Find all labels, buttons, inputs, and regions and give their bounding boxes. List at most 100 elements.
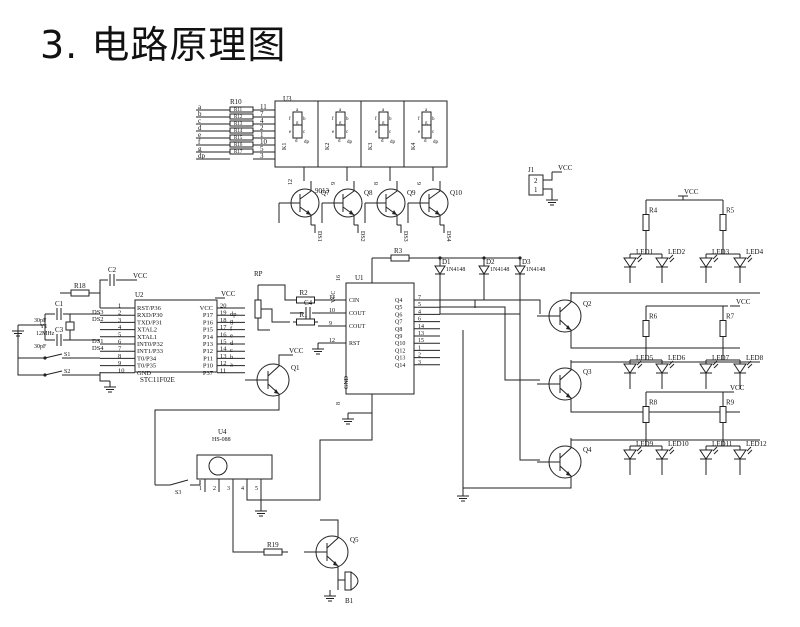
pin-number: 9 bbox=[329, 321, 332, 327]
sensor-part: HS-088 bbox=[212, 437, 231, 443]
wire bbox=[559, 438, 572, 459]
sensor-lens bbox=[208, 456, 228, 476]
pin-name: GND bbox=[344, 375, 350, 389]
pin-number: 4 bbox=[241, 486, 244, 492]
cap-value: 30pF bbox=[34, 318, 47, 324]
pin-name: P17 bbox=[203, 312, 214, 319]
pin-number: 3 bbox=[227, 486, 230, 492]
crystal-value: 12MHz bbox=[36, 331, 55, 337]
segment-letter: f bbox=[375, 117, 377, 122]
wire bbox=[267, 356, 280, 377]
led-ray bbox=[712, 446, 718, 452]
buzzer-ref: B1 bbox=[345, 597, 354, 605]
digit-ref: K1 bbox=[282, 143, 288, 150]
pin-name: Q4 bbox=[395, 298, 402, 304]
diode-body bbox=[514, 265, 526, 275]
resistor-body bbox=[719, 406, 727, 423]
led-body bbox=[655, 257, 669, 268]
pin-name: XTAL1 bbox=[137, 334, 157, 341]
led-ref: LED6 bbox=[668, 354, 686, 362]
segment-net: g bbox=[198, 145, 202, 153]
wire bbox=[258, 284, 293, 301]
resistor-label: R8 bbox=[649, 399, 658, 407]
led: LED5 bbox=[623, 354, 654, 374]
emitter-arrow bbox=[333, 561, 338, 566]
segment-letter: dp bbox=[304, 140, 310, 145]
led-body bbox=[699, 363, 713, 374]
net-label: e bbox=[230, 333, 233, 340]
wire bbox=[342, 181, 355, 200]
pin-name: P10 bbox=[203, 363, 213, 370]
net-label: DS2 bbox=[92, 316, 104, 323]
resistor-label: R14 bbox=[234, 129, 243, 134]
pin-name: Q14 bbox=[395, 363, 405, 369]
cap-ref: C4 bbox=[304, 299, 313, 307]
led: LED10 bbox=[655, 440, 689, 460]
junction-dot bbox=[438, 256, 442, 260]
wire bbox=[326, 555, 339, 576]
wire bbox=[267, 383, 280, 404]
digit-ref: K3 bbox=[368, 143, 374, 150]
segment-letter: c bbox=[432, 130, 435, 135]
pin-number: 1 bbox=[418, 345, 421, 351]
vcc-label: VCC bbox=[684, 188, 699, 196]
pin-number: 8 bbox=[118, 353, 121, 360]
pin-number: 7 bbox=[118, 346, 122, 353]
pin-name: INT1/P33 bbox=[137, 348, 163, 355]
led-ray bbox=[668, 254, 674, 260]
net-label: DS2 bbox=[359, 231, 365, 242]
pin-number: 2 bbox=[418, 353, 421, 359]
emitter-arrow bbox=[392, 210, 397, 215]
wire bbox=[278, 354, 283, 362]
resistor-body bbox=[296, 296, 315, 304]
switch-ref: S3 bbox=[175, 490, 181, 496]
led-ray bbox=[668, 446, 674, 452]
buzzer-transistor: Q5 bbox=[304, 528, 359, 576]
pin-name: Q5 bbox=[395, 305, 402, 311]
resistor-label: R3 bbox=[394, 247, 403, 255]
segment-letter: a bbox=[425, 108, 428, 113]
pin-name: Q6 bbox=[395, 312, 402, 318]
pin-number: 3 bbox=[118, 317, 121, 324]
led-body bbox=[655, 363, 669, 374]
pin-number: 13 bbox=[418, 331, 424, 337]
segment-net: dp bbox=[198, 152, 206, 160]
led-ref: LED12 bbox=[746, 440, 767, 448]
pin-name: P14 bbox=[203, 334, 214, 341]
segment-letter: dp bbox=[433, 140, 439, 145]
diode-body bbox=[478, 265, 490, 275]
pin-number: 1 bbox=[260, 131, 264, 139]
resistor-label: R17 bbox=[234, 150, 243, 155]
led-ray bbox=[636, 446, 642, 452]
driver-transistor: Q2 bbox=[537, 292, 592, 340]
microcontroller: U2STC11F02ERST/P361RXD/P302TXD/P313XTAL2… bbox=[92, 290, 245, 384]
pin-number: 19 bbox=[220, 310, 227, 317]
wire bbox=[337, 574, 345, 581]
segment-net: b bbox=[198, 110, 202, 118]
wire bbox=[570, 406, 740, 413]
mcu-body bbox=[134, 299, 218, 373]
pin-number: 1 bbox=[199, 486, 202, 492]
wire bbox=[99, 279, 108, 293]
led-ref: LED1 bbox=[636, 248, 654, 256]
cap-ref: C2 bbox=[108, 266, 117, 274]
pin-number: 5 bbox=[255, 486, 258, 492]
wire bbox=[543, 188, 553, 194]
resistor-label: R1 bbox=[300, 311, 309, 319]
pin-number: 4 bbox=[418, 309, 421, 315]
digit-ref: K2 bbox=[325, 143, 331, 150]
segment bbox=[335, 124, 346, 139]
pin-name: GND bbox=[137, 370, 151, 377]
resistor-label: R12 bbox=[234, 115, 243, 120]
led-body bbox=[623, 257, 637, 268]
led-ray bbox=[636, 360, 642, 366]
vcc-label: VCC bbox=[736, 298, 751, 306]
resistor-label: R5 bbox=[726, 207, 735, 215]
led-ray bbox=[712, 254, 718, 260]
mcu-ref: U2 bbox=[135, 291, 144, 299]
segment-letter: d bbox=[424, 139, 427, 144]
crystal-ref: Y1 bbox=[40, 324, 47, 330]
transistor-ref: Q3 bbox=[583, 368, 592, 376]
